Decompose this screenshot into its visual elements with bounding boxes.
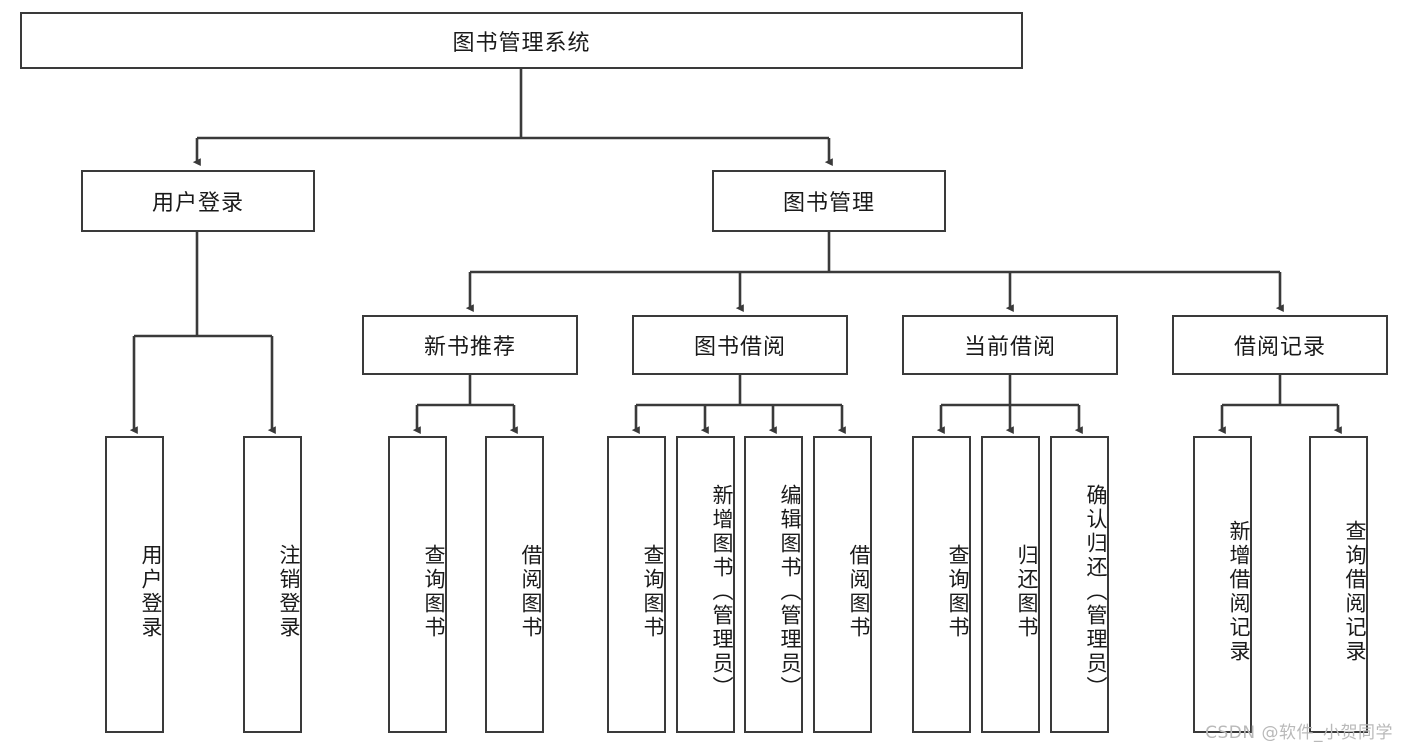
node-leaf-query-record[interactable]: 查询借阅记录 <box>1309 436 1368 733</box>
node-leaf-query-book-2-label: 查询图书 <box>641 543 665 640</box>
node-leaf-confirm-return-label: 确认归还（管理员） <box>1084 483 1108 700</box>
node-leaf-query-book-2[interactable]: 查询图书 <box>607 436 666 733</box>
node-leaf-add-book[interactable]: 新增图书（管理员） <box>676 436 735 733</box>
watermark: CSDN @软件_小贺同学 <box>1205 723 1393 743</box>
node-book-manage[interactable]: 图书管理 <box>712 170 946 232</box>
node-leaf-logout-label: 注销登录 <box>277 543 301 640</box>
node-root-label: 图书管理系统 <box>452 30 591 56</box>
node-borrow-record[interactable]: 借阅记录 <box>1172 315 1388 375</box>
node-leaf-query-book-3[interactable]: 查询图书 <box>912 436 971 733</box>
node-leaf-query-book-1-label: 查询图书 <box>422 543 446 640</box>
node-new-book-rec[interactable]: 新书推荐 <box>362 315 578 375</box>
node-leaf-return-book[interactable]: 归还图书 <box>981 436 1040 733</box>
node-leaf-add-record-label: 新增借阅记录 <box>1227 519 1251 664</box>
node-book-manage-label: 图书管理 <box>782 191 875 216</box>
node-user-login[interactable]: 用户登录 <box>81 170 315 232</box>
node-leaf-edit-book-label: 编辑图书（管理员） <box>778 483 802 700</box>
node-new-book-rec-label: 新书推荐 <box>423 335 516 360</box>
node-leaf-add-record[interactable]: 新增借阅记录 <box>1193 436 1252 733</box>
node-leaf-query-record-label: 查询借阅记录 <box>1343 519 1367 664</box>
node-leaf-user-login[interactable]: 用户登录 <box>105 436 164 733</box>
node-root[interactable]: 图书管理系统 <box>20 12 1023 69</box>
node-leaf-logout[interactable]: 注销登录 <box>243 436 302 733</box>
node-leaf-borrow-book-2-label: 借阅图书 <box>847 543 871 640</box>
node-leaf-confirm-return[interactable]: 确认归还（管理员） <box>1050 436 1109 733</box>
node-current-borrow[interactable]: 当前借阅 <box>902 315 1118 375</box>
node-leaf-add-book-label: 新增图书（管理员） <box>710 483 734 700</box>
node-leaf-edit-book[interactable]: 编辑图书（管理员） <box>744 436 803 733</box>
node-current-borrow-label: 当前借阅 <box>963 335 1056 360</box>
node-leaf-borrow-book-1-label: 借阅图书 <box>519 543 543 640</box>
node-leaf-return-book-label: 归还图书 <box>1015 543 1039 640</box>
node-borrow-record-label: 借阅记录 <box>1233 335 1326 360</box>
node-leaf-user-login-label: 用户登录 <box>139 543 163 640</box>
node-leaf-query-book-3-label: 查询图书 <box>946 543 970 640</box>
node-leaf-borrow-book-2[interactable]: 借阅图书 <box>813 436 872 733</box>
node-user-login-label: 用户登录 <box>151 191 244 216</box>
node-leaf-query-book-1[interactable]: 查询图书 <box>388 436 447 733</box>
node-book-borrow-label: 图书借阅 <box>693 335 786 360</box>
node-book-borrow[interactable]: 图书借阅 <box>632 315 848 375</box>
node-leaf-borrow-book-1[interactable]: 借阅图书 <box>485 436 544 733</box>
